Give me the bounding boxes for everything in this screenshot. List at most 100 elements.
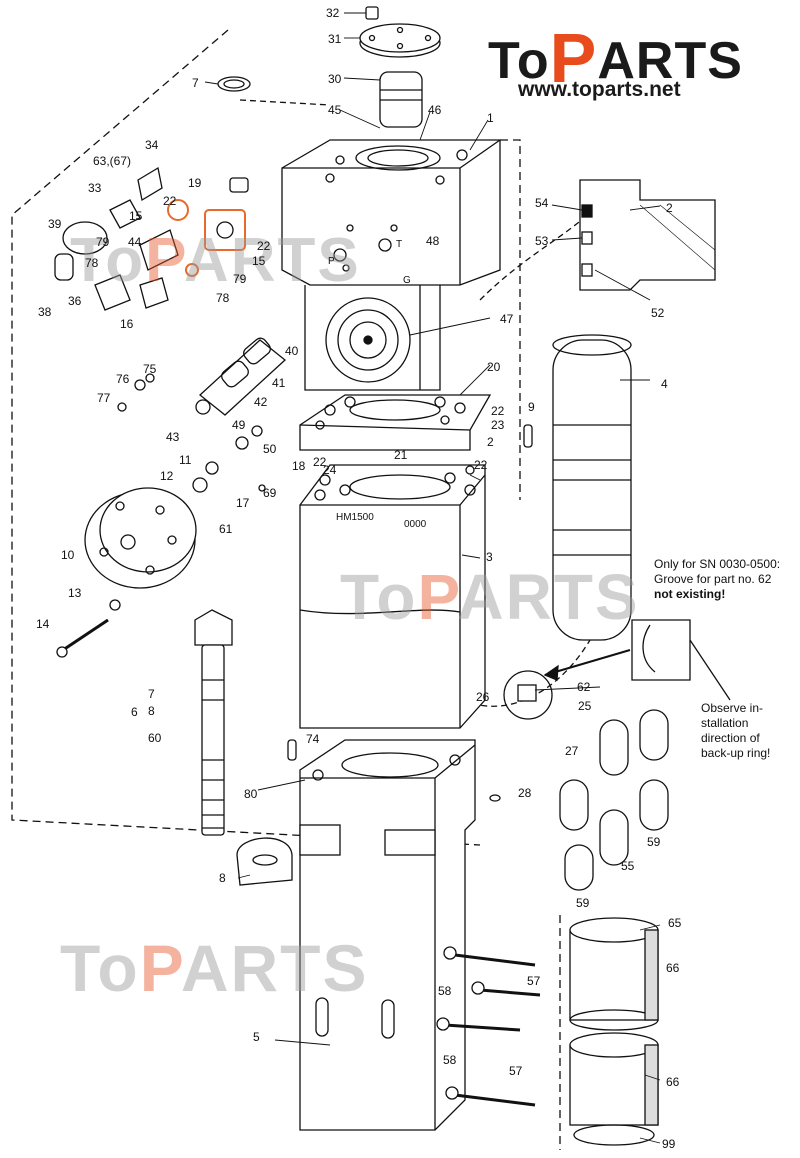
part-label-21: 21 (394, 448, 408, 462)
part-label-47: 47 (500, 312, 514, 326)
part-label-43: 43 (166, 430, 180, 444)
bolt-14 (59, 618, 109, 654)
groove-detail (543, 619, 731, 701)
part-label-3: 3 (486, 550, 493, 564)
plug-49 (251, 425, 263, 437)
part-label-61: 61 (219, 522, 233, 536)
pin-9 (523, 424, 533, 448)
part-label-22c: 22 (491, 404, 505, 418)
part-label-20: 20 (487, 360, 501, 374)
part-label-7: 7 (192, 76, 199, 90)
watermark-top: ToPARTS (70, 226, 361, 295)
part-label-31: 31 (328, 32, 342, 46)
lower-housing-5 (299, 739, 476, 1131)
part-label-78a: 78 (85, 256, 99, 270)
part-label-58b: 58 (443, 1053, 457, 1067)
seal-detail-section (579, 179, 716, 291)
part-label-45: 45 (328, 103, 342, 117)
part-label-22b: 22 (257, 239, 271, 253)
part-label-79a: 79 (96, 235, 110, 249)
part-label-69: 69 (263, 486, 277, 500)
seal-ring-7 (217, 76, 251, 92)
part-label-22d: 22 (313, 455, 327, 469)
installation-note: Observe in- stallation direction of back… (701, 701, 771, 760)
washer-13 (109, 599, 121, 611)
part-label-54: 54 (535, 196, 549, 210)
part-label-39: 39 (48, 217, 62, 231)
part-label-79b: 79 (233, 272, 247, 286)
brand-header: ToPARTS www.toparts.net (488, 14, 778, 104)
part-label-41: 41 (272, 376, 286, 390)
part-label-15a: 15 (129, 209, 143, 223)
part-label-65: 65 (668, 916, 682, 930)
part-label-23: 23 (491, 418, 505, 432)
part-label-16: 16 (120, 317, 134, 331)
bushing-8 (236, 837, 293, 886)
intermediate-plate-2 (299, 394, 492, 451)
tie-rod-6 (194, 609, 233, 836)
detail-circle-62 (503, 670, 553, 720)
part-label-48: 48 (426, 234, 440, 248)
part-label-59b: 59 (576, 896, 590, 910)
brand-logo: ToPARTS (488, 19, 743, 97)
plug-69 (258, 484, 266, 492)
valve-group-40-42 (117, 337, 286, 416)
part-label-22a: 22 (163, 194, 177, 208)
part-label-19: 19 (188, 176, 202, 190)
part-label-5: 5 (253, 1030, 260, 1044)
side-bolts-57-58 (436, 946, 541, 1107)
part-label-9: 9 (528, 400, 535, 414)
watermark-bottom: ToPARTS (60, 931, 369, 1005)
part-label-77: 77 (97, 391, 111, 405)
part-label-8: 8 (219, 871, 226, 885)
pin-74 (287, 739, 297, 761)
part-label-40: 40 (285, 344, 299, 358)
brand-url: www.toparts.net (518, 78, 681, 101)
part-label-14: 14 (36, 617, 50, 631)
bushing-66-99 (569, 1032, 659, 1146)
part-label-66b: 66 (666, 1075, 680, 1089)
ring-12 (192, 477, 208, 493)
valve-body-1 (281, 139, 501, 391)
watermark-middle: ToPARTS (340, 561, 640, 633)
part-label-34: 34 (145, 138, 159, 152)
port-p-marking: P (328, 256, 335, 267)
part-label-57a: 57 (527, 974, 541, 988)
serial-number-note: Only for SN 0030-0500: Groove for part n… (654, 557, 781, 601)
part-label-38: 38 (38, 305, 52, 319)
bushing-65-66 (569, 917, 659, 1031)
part-label-63: 63,(67) (93, 154, 132, 168)
model-marking: HM1500 (336, 512, 374, 523)
part-label-8b: 8 (148, 704, 155, 718)
ring-11 (205, 461, 219, 475)
part-label-44: 44 (128, 235, 142, 249)
valve-housing-47 (325, 297, 411, 383)
part-label-4: 4 (661, 377, 668, 391)
part-label-52: 52 (651, 306, 665, 320)
part-label-12: 12 (160, 469, 174, 483)
part-label-11: 11 (179, 453, 192, 467)
part-label-50: 50 (263, 442, 277, 456)
part-label-55: 55 (621, 859, 635, 873)
part-label-10: 10 (61, 548, 75, 562)
plug-50 (235, 436, 249, 450)
part-label-2a: 2 (666, 201, 673, 215)
part-label-60: 60 (148, 731, 162, 745)
part-label-24: 24 (323, 463, 337, 477)
part-label-6: 6 (131, 705, 138, 719)
part-label-18: 18 (292, 459, 306, 473)
part-label-62: 62 (577, 680, 591, 694)
part-label-80: 80 (244, 787, 258, 801)
part-label-58a: 58 (438, 984, 452, 998)
part-label-36: 36 (68, 294, 82, 308)
part-label-49: 49 (232, 418, 246, 432)
part-label-53: 53 (535, 234, 549, 248)
part-label-7b: 7 (148, 687, 155, 701)
part-label-32: 32 (326, 6, 340, 20)
part-label-2b: 2 (487, 435, 494, 449)
part-label-74: 74 (306, 732, 320, 746)
part-label-27: 27 (565, 744, 579, 758)
part-label-15b: 15 (252, 254, 266, 268)
retaining-pins-group (559, 709, 669, 891)
